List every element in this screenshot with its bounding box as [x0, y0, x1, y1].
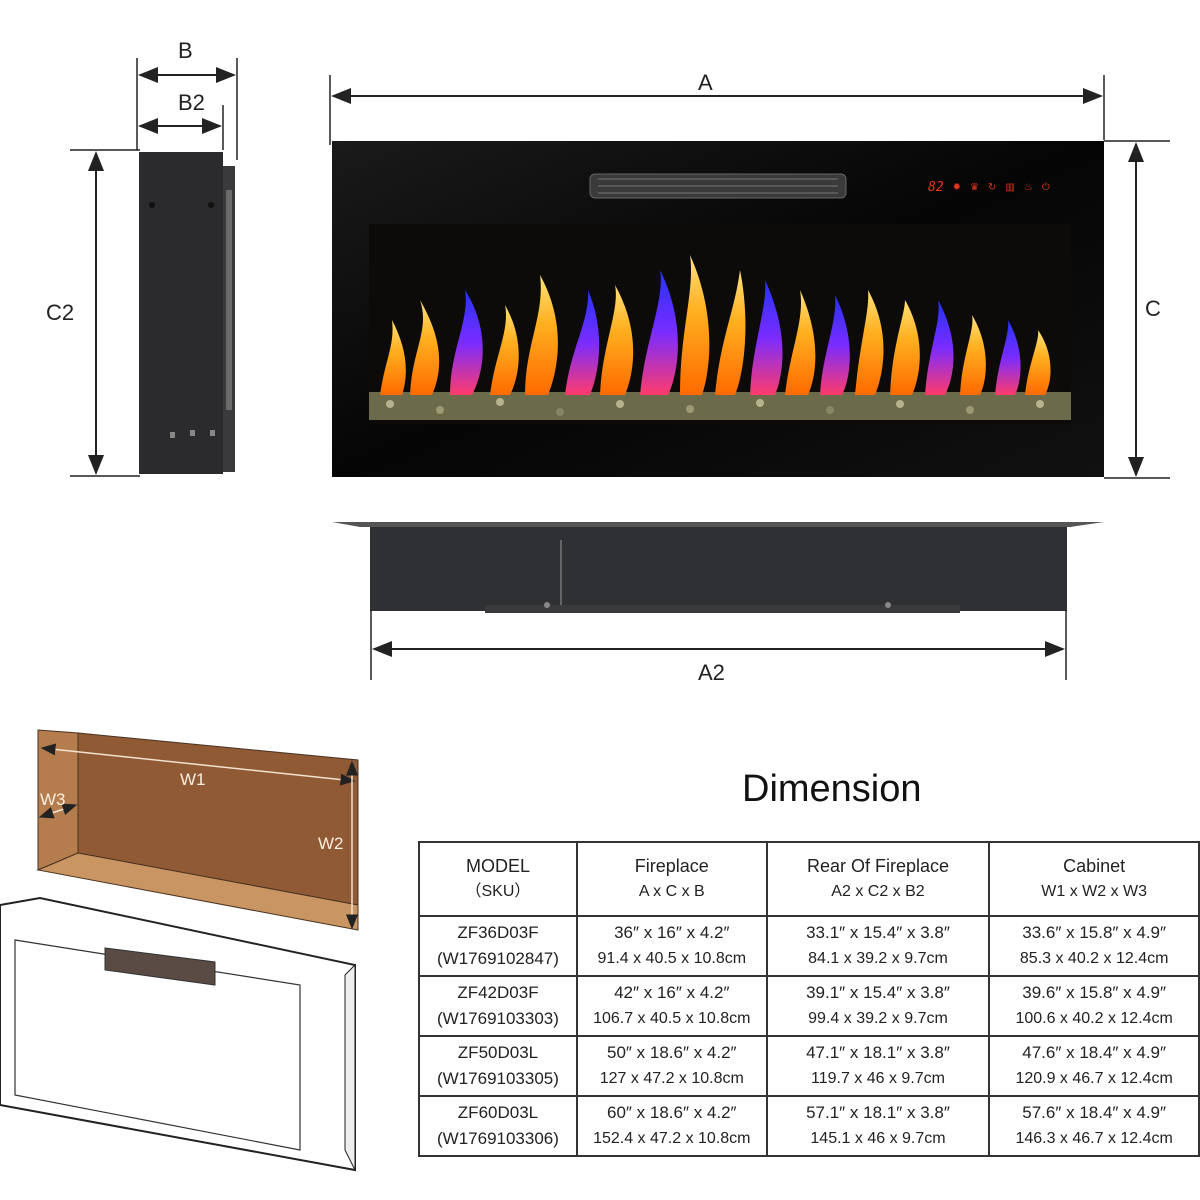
cell-rear: 47.1″ x 18.1″ x 3.8″119.7 x 46 x 9.7cm: [765, 1035, 991, 1097]
cabinet-diagram: [0, 729, 359, 1172]
dimension-label-c2: C2: [46, 300, 75, 325]
table-row: ZF36D03F(W1769102847) 36″ x 16″ x 4.2″91…: [418, 915, 1200, 977]
temperature-display: 82: [928, 180, 944, 195]
timer-icon[interactable]: ↻: [988, 182, 997, 193]
brightness-icon[interactable]: ▥: [1005, 182, 1015, 193]
cell-cabinet: 39.6″ x 15.8″ x 4.9″100.6 x 40.2 x 12.4c…: [988, 975, 1200, 1037]
dimension-label-w3: W3: [40, 790, 66, 809]
top-view: [332, 522, 1104, 680]
cell-rear: 57.1″ x 18.1″ x 3.8″145.1 x 46 x 9.7cm: [765, 1095, 991, 1157]
table-row: ZF60D03L(W1769103306) 60″ x 18.6″ x 4.2″…: [418, 1095, 1200, 1157]
cell-cabinet: 57.6″ x 18.4″ x 4.9″146.3 x 46.7 x 12.4c…: [988, 1095, 1200, 1157]
dimension-label-a: A: [698, 70, 713, 95]
section-title: Dimension: [742, 768, 922, 810]
cell-fireplace: 36″ x 16″ x 4.2″91.4 x 40.5 x 10.8cm: [575, 915, 768, 977]
dimension-label-w2: W2: [318, 834, 344, 853]
cell-fireplace: 60″ x 18.6″ x 4.2″152.4 x 47.2 x 10.8cm: [575, 1095, 768, 1157]
cell-model: ZF36D03F(W1769102847): [418, 915, 578, 977]
dimension-label-b2: B2: [178, 90, 205, 115]
dimension-label-w1: W1: [180, 770, 206, 789]
front-view: [329, 75, 1170, 479]
cell-fireplace: 42″ x 16″ x 4.2″106.7 x 40.5 x 10.8cm: [575, 975, 768, 1037]
side-view: [70, 58, 238, 477]
cell-cabinet: 33.6″ x 15.8″ x 4.9″85.3 x 40.2 x 12.4cm: [988, 915, 1200, 977]
header-model: MODEL（SKU）: [418, 841, 578, 917]
heat-icon[interactable]: ✹: [952, 182, 962, 193]
cell-model: ZF42D03F(W1769103303): [418, 975, 578, 1037]
cell-rear: 39.1″ x 15.4″ x 3.8″99.4 x 39.2 x 9.7cm: [765, 975, 991, 1037]
cell-model: ZF50D03L(W1769103305): [418, 1035, 578, 1097]
cell-fireplace: 50″ x 18.6″ x 4.2″127 x 47.2 x 10.8cm: [575, 1035, 768, 1097]
dimension-label-a2: A2: [698, 660, 725, 685]
flame-speed-icon[interactable]: ♨: [1023, 182, 1033, 193]
cell-model: ZF60D03L(W1769103306): [418, 1095, 578, 1157]
flames: [380, 255, 1051, 395]
dimension-label-b: B: [178, 38, 193, 63]
table-row: ZF50D03L(W1769103305) 50″ x 18.6″ x 4.2″…: [418, 1035, 1200, 1097]
dimension-label-c: C: [1145, 296, 1161, 321]
table-row: ZF42D03F(W1769103303) 42″ x 16″ x 4.2″10…: [418, 975, 1200, 1037]
power-icon[interactable]: ⏻: [1041, 182, 1050, 193]
cell-rear: 33.1″ x 15.4″ x 3.8″84.1 x 39.2 x 9.7cm: [765, 915, 991, 977]
control-panel: 82 ✹ ♛ ↻ ▥ ♨ ⏻: [928, 180, 1050, 195]
cell-cabinet: 47.6″ x 18.4″ x 4.9″120.9 x 46.7 x 12.4c…: [988, 1035, 1200, 1097]
flame-color-icon[interactable]: ♛: [970, 182, 980, 193]
